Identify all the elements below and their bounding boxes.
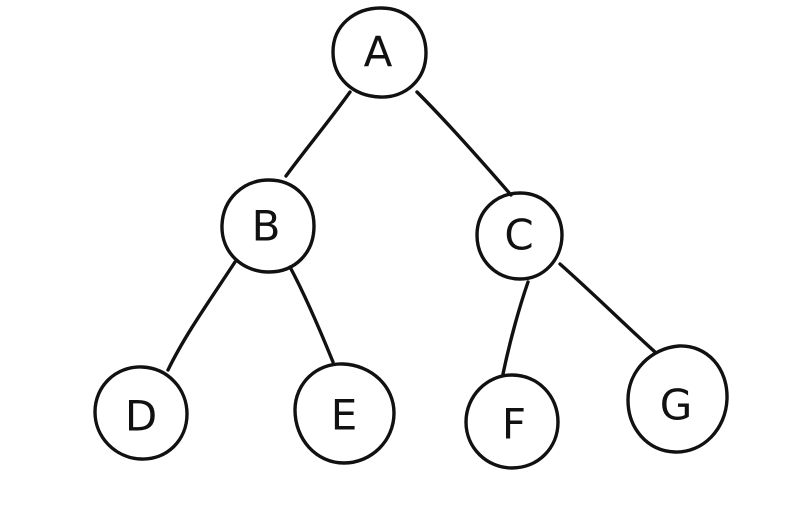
tree-node-a: A xyxy=(331,6,428,99)
edge-c-f xyxy=(501,280,530,376)
node-label-e: E xyxy=(331,391,358,440)
edge-b-e xyxy=(288,265,335,364)
node-label-d: D xyxy=(125,392,157,441)
node-circle-d xyxy=(93,365,189,461)
nodes: A B C D E F xyxy=(93,6,729,470)
node-circle-g xyxy=(626,344,729,454)
edge-c-g xyxy=(558,262,657,354)
node-label-a: A xyxy=(364,28,393,77)
node-label-c: C xyxy=(504,211,533,260)
node-circle-b xyxy=(220,178,316,274)
node-circle-f xyxy=(464,373,560,470)
edge-a-c xyxy=(415,90,513,197)
node-label-f: F xyxy=(502,400,526,449)
tree-node-e: E xyxy=(293,362,396,465)
node-label-b: B xyxy=(252,202,281,251)
tree-node-f: F xyxy=(464,373,560,470)
tree-node-d: D xyxy=(93,365,189,461)
edges xyxy=(166,90,657,376)
tree-node-g: G xyxy=(626,344,729,454)
node-label-g: G xyxy=(660,381,693,430)
tree-node-b: B xyxy=(220,178,316,274)
node-circle-a xyxy=(331,6,428,99)
node-circle-e xyxy=(293,362,396,465)
node-circle-c xyxy=(475,191,564,281)
tree-node-c: C xyxy=(475,191,564,281)
edge-a-b xyxy=(284,90,352,178)
edge-b-d xyxy=(166,260,237,372)
